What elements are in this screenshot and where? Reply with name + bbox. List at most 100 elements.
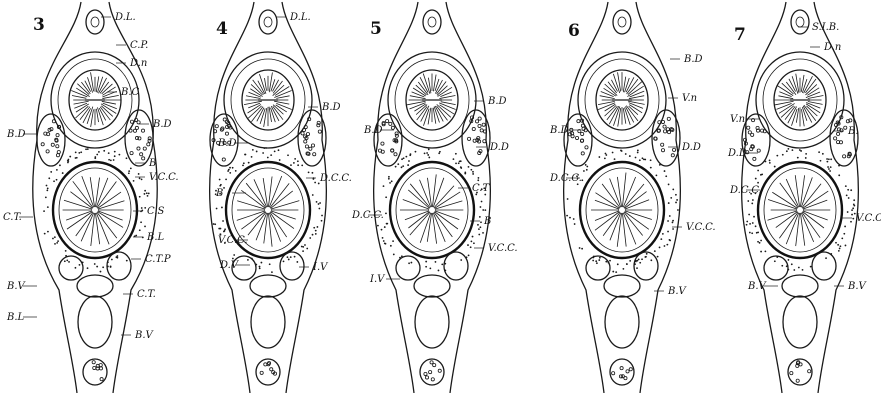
label: D.V — [219, 260, 240, 271]
cartilage-cell — [662, 233, 664, 235]
dorsal-lymph-vessel — [259, 10, 277, 34]
body-nucleus — [424, 372, 427, 375]
body-nucleus — [750, 148, 753, 151]
cartilage-cell — [455, 153, 457, 155]
label: V.C.C. — [218, 235, 248, 246]
cartilage-cell — [235, 170, 237, 172]
cartilage-cell — [139, 177, 141, 179]
ventral-lumen — [414, 275, 450, 297]
cartilage-cell — [481, 201, 483, 203]
cartilage-cell — [290, 256, 292, 258]
cartilage-cell — [473, 242, 475, 244]
cartilage-cell — [382, 237, 384, 239]
section-number: 4 — [216, 19, 228, 39]
cartilage-cell — [441, 263, 443, 265]
label: B.D — [683, 54, 703, 65]
cartilage-cell — [625, 153, 627, 155]
lateral-body-left — [37, 114, 65, 166]
cartilage-cell — [427, 154, 429, 156]
ventral-canal — [78, 296, 112, 348]
cartilage-cell — [757, 182, 759, 184]
ventral-lumen — [604, 275, 640, 297]
cartilage-cell — [429, 267, 431, 269]
cartilage-cell — [665, 175, 667, 177]
label: C.P. — [130, 40, 148, 51]
cartilage-cell — [114, 155, 116, 157]
cartilage-cell — [269, 263, 271, 265]
cartilage-cell — [46, 185, 48, 187]
cartilage-cell — [827, 166, 829, 168]
centrum-ray — [801, 213, 813, 242]
cartilage-cell — [384, 226, 386, 228]
cartilage-cell — [140, 221, 142, 223]
centrum-ray — [803, 212, 824, 228]
cartilage-cell — [293, 162, 295, 164]
cartilage-cell — [468, 166, 470, 168]
cartilage-cell — [294, 256, 296, 258]
cartilage-cell — [252, 149, 254, 151]
body-nucleus — [581, 132, 584, 135]
label: D.L. — [289, 12, 311, 23]
cartilage-cell — [471, 240, 473, 242]
cartilage-cell — [64, 260, 66, 262]
body-nucleus — [56, 145, 59, 148]
cartilage-cell — [851, 214, 853, 216]
cartilage-cell — [388, 178, 390, 180]
cartilage-cell — [139, 229, 141, 231]
cartilage-cell — [438, 152, 440, 154]
body-nucleus — [429, 370, 432, 373]
centrum-ray — [67, 212, 93, 229]
cartilage-cell — [755, 225, 757, 227]
cartilage-cell — [393, 254, 395, 256]
cartilage-cell — [424, 152, 426, 154]
body-nucleus — [99, 367, 102, 370]
cartilage-cell — [94, 156, 96, 158]
ventral-vessel-left — [59, 256, 83, 280]
section-number: 7 — [734, 25, 746, 45]
cartilage-cell — [219, 185, 221, 187]
cartilage-cell — [219, 179, 221, 181]
cartilage-cell — [569, 217, 571, 219]
cartilage-cell — [425, 266, 427, 268]
cartilage-cell — [657, 256, 659, 258]
cartilage-cell — [297, 164, 299, 166]
cartilage-cell — [296, 261, 298, 263]
cartilage-cell — [385, 243, 387, 245]
cord-striation — [435, 79, 439, 91]
label: C.T.P — [145, 254, 171, 265]
cartilage-cell — [605, 154, 607, 156]
cartilage-cell — [459, 160, 461, 162]
cartilage-cell — [381, 229, 383, 231]
cord-striation — [271, 79, 275, 91]
cartilage-cell — [829, 170, 831, 172]
cartilage-cell — [573, 218, 575, 220]
cartilage-cell — [46, 189, 48, 191]
centrum-ray — [271, 212, 294, 229]
cartilage-cell — [747, 200, 749, 202]
cartilage-cell — [259, 266, 261, 268]
centrum-ray — [779, 212, 798, 238]
section-number: 3 — [33, 15, 45, 35]
cartilage-cell — [853, 203, 855, 205]
cartilage-cell — [798, 267, 800, 269]
label: D.C.C. — [549, 173, 582, 184]
body-nucleus — [671, 154, 674, 157]
label: B.V — [847, 281, 868, 292]
body-nucleus — [130, 120, 133, 123]
body-nucleus — [57, 150, 60, 153]
centrum-ray — [427, 178, 431, 207]
label: B.D — [217, 138, 237, 149]
label: B.V — [134, 330, 155, 341]
cartilage-cell — [595, 260, 597, 262]
cartilage-cell — [672, 222, 674, 224]
cartilage-cell — [265, 147, 267, 149]
label: B — [483, 216, 491, 227]
body-nucleus — [663, 125, 666, 128]
body-nucleus — [575, 136, 578, 139]
cartilage-cell — [52, 238, 54, 240]
cartilage-cell — [243, 162, 245, 164]
cartilage-cell — [850, 221, 852, 223]
body-nucleus — [381, 142, 384, 145]
body-nucleus — [270, 368, 273, 371]
cartilage-cell — [615, 271, 617, 273]
